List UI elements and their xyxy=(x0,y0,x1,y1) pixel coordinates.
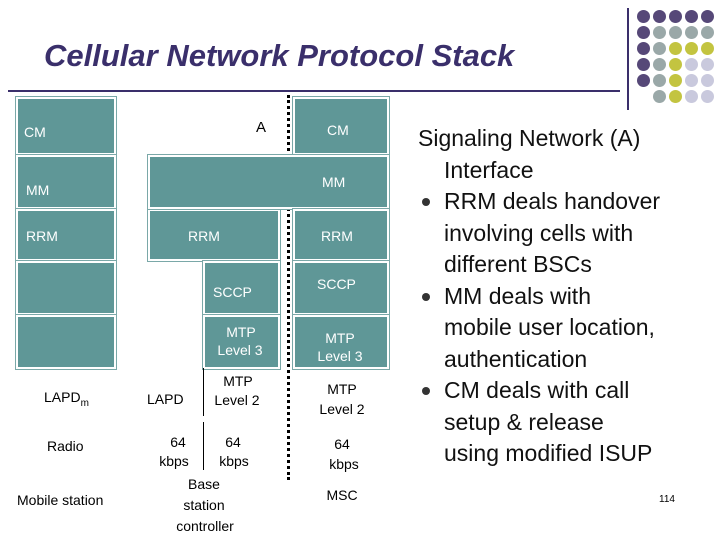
decor-dot xyxy=(637,10,650,23)
ms-lapdm-label: LAPDm xyxy=(44,389,89,409)
interface-a-label: A xyxy=(256,119,267,136)
decor-dot xyxy=(685,90,698,103)
ms-layer-mm: MM xyxy=(16,155,116,209)
decor-dot xyxy=(669,90,682,103)
bullet-1-line2: involving cells with xyxy=(444,219,634,246)
decor-dot xyxy=(653,58,666,71)
msc-cm-label: CM xyxy=(327,122,349,138)
decor-dot xyxy=(669,26,682,39)
decor-dot xyxy=(653,74,666,87)
bsc-kbps-divider xyxy=(203,422,204,470)
title-underline xyxy=(8,90,620,92)
bullet-1-line3: different BSCs xyxy=(444,251,592,277)
decor-dot xyxy=(669,42,682,55)
msc-mtp2-line1: MTP xyxy=(327,381,357,397)
decor-dot xyxy=(653,90,666,103)
mm-layer-span: MM xyxy=(148,155,389,209)
bsc-rrm-label: RRM xyxy=(188,228,220,244)
heading-line1: Signaling Network (A) xyxy=(418,125,641,151)
decor-dot xyxy=(701,58,714,71)
a-interface-line xyxy=(287,95,290,480)
bullet-1-line1: RRM deals handover xyxy=(418,186,708,218)
decor-dot xyxy=(685,26,698,39)
msc-rrm-label: RRM xyxy=(321,228,353,244)
msc-sccp-label: SCCP xyxy=(317,276,356,292)
bullet-icon xyxy=(422,292,430,301)
ms-rrm-label: RRM xyxy=(26,228,58,244)
bsc-mtp3-line2: Level 3 xyxy=(217,342,263,358)
bullet-3-line1: CM deals with call xyxy=(418,375,708,407)
bsc-label-line3: controller xyxy=(176,518,234,534)
decor-dot xyxy=(653,10,666,23)
msc-layer-sccp: SCCP xyxy=(293,261,389,315)
bullet-2-line1: MM deals with xyxy=(418,281,708,313)
decor-dot xyxy=(685,74,698,87)
decor-dot xyxy=(669,10,682,23)
decor-dot xyxy=(701,10,714,23)
ms-station-label: Mobile station xyxy=(17,492,104,508)
bsc-mtp3-line1: MTP xyxy=(226,324,256,340)
ms-radio-label: Radio xyxy=(47,438,84,454)
bsc-kbps-right-value: 64 xyxy=(225,434,241,450)
bsc-kbps-left-unit: kbps xyxy=(159,453,189,469)
decor-dot xyxy=(637,74,650,87)
bsc-mtp2-line1: MTP xyxy=(223,373,253,389)
bullet-icon xyxy=(422,387,430,395)
ms-layer-empty-1 xyxy=(16,261,116,315)
decor-dot xyxy=(669,74,682,87)
msc-mtp3-line2: Level 3 xyxy=(317,348,363,364)
decor-dot xyxy=(669,58,682,71)
page-number: 114 xyxy=(659,494,675,505)
decor-dot xyxy=(701,42,714,55)
bsc-label-line2: station xyxy=(183,497,225,513)
decor-dot xyxy=(685,42,698,55)
msc-mm-label: MM xyxy=(322,174,346,190)
bullet-icon xyxy=(422,198,430,206)
decor-dot xyxy=(637,42,650,55)
decor-dot xyxy=(653,26,666,39)
ms-layer-empty-2 xyxy=(16,315,116,369)
corner-divider xyxy=(627,8,629,110)
ms-layer-rrm: RRM xyxy=(16,209,116,261)
decor-dot xyxy=(637,58,650,71)
heading-line2: Interface xyxy=(444,156,534,183)
bsc-kbps-left-value: 64 xyxy=(170,434,186,450)
ms-layer-cm: CM xyxy=(16,97,116,155)
bsc-lapd-label: LAPD xyxy=(147,391,184,407)
bsc-layer-mtp3: MTP Level 3 xyxy=(203,315,280,369)
right-text-block: Signaling Network (A) Interface RRM deal… xyxy=(418,123,708,470)
decor-dot xyxy=(701,74,714,87)
bullet-2-line3: authentication xyxy=(444,345,588,372)
msc-mtp3-line1: MTP xyxy=(325,330,355,346)
msc-label: MSC xyxy=(326,487,358,503)
decor-dot xyxy=(685,10,698,23)
bullet-3-line2: setup & release xyxy=(444,408,604,435)
ms-mm-label: MM xyxy=(26,182,50,198)
msc-layer-cm: CM xyxy=(293,97,389,155)
decor-dot xyxy=(701,26,714,39)
msc-layer-mtp3: MTP Level 3 xyxy=(293,315,389,369)
bullet-3-line3: using modified ISUP xyxy=(444,440,653,466)
bsc-lapd-divider xyxy=(203,368,204,416)
ms-cm-label: CM xyxy=(24,124,46,140)
decor-dot xyxy=(685,58,698,71)
decor-dot xyxy=(653,42,666,55)
bullet-2-line2: mobile user location, xyxy=(444,314,655,340)
decor-dot xyxy=(701,90,714,103)
slide-title: Cellular Network Protocol Stack xyxy=(44,38,515,73)
msc-kbps-value: 64 xyxy=(334,436,350,452)
bsc-sccp-label: SCCP xyxy=(213,284,252,300)
bsc-kbps-right-unit: kbps xyxy=(219,453,249,469)
msc-layer-rrm: RRM xyxy=(293,209,389,261)
bsc-mtp2-line2: Level 2 xyxy=(214,392,260,408)
decor-dot xyxy=(637,26,650,39)
bsc-layer-sccp: SCCP xyxy=(203,261,280,315)
msc-mtp2-line2: Level 2 xyxy=(319,401,365,417)
bsc-label-line1: Base xyxy=(188,476,220,492)
bsc-layer-rrm: RRM xyxy=(148,209,280,261)
msc-kbps-unit: kbps xyxy=(329,456,359,472)
